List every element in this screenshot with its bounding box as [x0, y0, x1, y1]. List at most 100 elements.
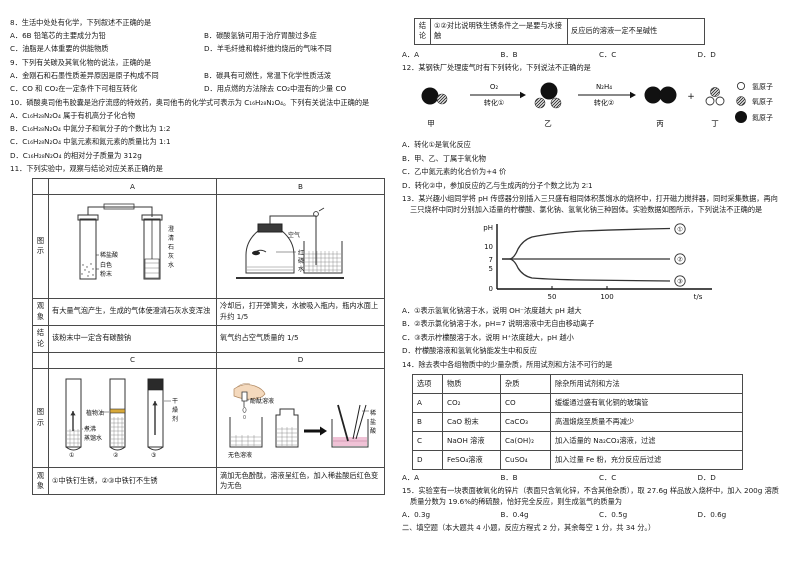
q8-options-row2: C．油脂是人体重要的供能物质 D．羊毛纤维和棉纤维灼烧后的气味不同 [10, 44, 392, 55]
q15-option-c[interactable]: C．0.5g [599, 509, 628, 519]
impurity-removal-table: 选项 物质 杂质 除杂所用试剂和方法 A CO₂ CO 缓缓通过盛有氧化铜的玻璃… [412, 373, 743, 470]
q12-option-b[interactable]: B．甲、乙、丁属于氧化物 [402, 153, 486, 163]
q15-option-a[interactable]: A．0.3g [402, 509, 431, 519]
svg-text:煮沸: 煮沸 [84, 425, 96, 433]
col-header-d: D [216, 351, 385, 369]
q10-option-b[interactable]: B．C₁₆H₂₈N₂O₄ 中氮分子和氧分子的个数比为 1:2 [10, 124, 171, 133]
figure-cell-d: 无色溶液 酚酞溶液 [216, 367, 385, 469]
series-3-marker [674, 275, 686, 287]
q12-option-d[interactable]: D．转化②中，参加反应的乙与生成丙的分子个数之比为 2∶1 [402, 180, 593, 190]
q11-answer-a[interactable]: A．A [402, 49, 420, 59]
conclusion-c: ①②对比说明铁生锈条件之一是要与水接触 [430, 18, 568, 45]
q14-answer-c[interactable]: C．C [599, 472, 617, 482]
y-tick-5: 5 [489, 265, 493, 273]
row-b-option: B [412, 411, 443, 432]
q14-answer-options: A．A B．B C．C D．D [402, 473, 784, 484]
y-tick-0: 0 [489, 285, 493, 293]
q12-option-a[interactable]: A．转化①是氧化反应 [402, 140, 471, 150]
q8-option-b[interactable]: B．碳酸氢钠可用于治疗胃酸过多症 [204, 30, 317, 40]
q10-option-d[interactable]: D．C₁₆H₂₈N₂O₄ 的相对分子质量为 312g [10, 150, 142, 160]
y-axis-label: pH [483, 224, 493, 232]
q10-option-c[interactable]: C．C₁₆H₂₈N₂O₄ 中氢元素和氮元素的质量比为 1:1 [10, 137, 171, 147]
svg-text:转化②: 转化② [594, 98, 614, 107]
row-c-method: 加入适量的 Na₂CO₃溶液，过滤 [550, 430, 743, 451]
q15-option-d[interactable]: D．0.6g [697, 509, 727, 519]
q14-answer-b[interactable]: B．B [500, 472, 518, 482]
q14-stem: 14．除去表中各组物质中的少量杂质，所用试剂和方法不可行的是 [402, 359, 613, 369]
molecule-transformation-diagram: 甲 O₂ 转化① 乙 N₂H₄ 转化② [408, 76, 784, 138]
svg-text:水: 水 [298, 265, 304, 273]
q14-answer-a[interactable]: A．A [402, 472, 420, 482]
q9-option-a[interactable]: A．金刚石和石墨性质差异原因是原子构成不同 [10, 70, 159, 80]
observation-b: 冷却后，打开弹簧夹，水被吸入瓶内，瓶内水面上升约 1/5 [216, 297, 385, 326]
svg-text:磷: 磷 [298, 257, 304, 265]
q9-option-b[interactable]: B．碳具有可燃性，常温下化学性质活泼 [204, 70, 332, 80]
svg-text:氮原子: 氮原子 [752, 113, 773, 122]
svg-text:剂: 剂 [172, 415, 178, 423]
row-a-method: 缓缓通过盛有氧化铜的玻璃管 [550, 392, 743, 413]
row-c-impurity: Ca(OH)₂ [500, 430, 551, 451]
x-axis-label: t/s [694, 293, 703, 301]
series-3-label: ③ [677, 277, 683, 285]
conclusion-d: 反应后的溶液一定不呈碱性 [567, 18, 705, 45]
q11-stem: 11．下列实验中，观察与结论对应关系正确的是 [10, 164, 163, 174]
q12-stem: 12．某钢铁厂处理废气时有下列转化，下列说法不正确的是 [402, 63, 591, 73]
svg-text:O₂: O₂ [490, 83, 499, 91]
q11-answer-d[interactable]: D．D [697, 49, 716, 59]
table-row-conclusion-ab: 结论 该粉末中一定含有碳酸钠 氧气约占空气质量的 1/5 [32, 324, 385, 353]
svg-text:氧原子: 氧原子 [752, 97, 773, 106]
row-label-observation-1: 观象 [32, 297, 49, 326]
svg-text:酚酞溶液: 酚酞溶液 [250, 397, 274, 405]
col-header-c: C [48, 351, 217, 369]
svg-text:N₂H₄: N₂H₄ [596, 83, 612, 91]
q14-answer-d[interactable]: D．D [697, 472, 716, 482]
q13-option-b[interactable]: B．②表示氯化钠溶于水，pH=7 说明溶液中无自由移动离子 [402, 319, 595, 329]
col-header-a: A [48, 178, 217, 196]
row-label-figure-2: 图示 [32, 367, 49, 469]
q13-option-c[interactable]: C．③表示柠檬酸溶于水，说明 H⁺浓度越大，pH 越小 [402, 332, 574, 342]
observation-c: ①中铁钉生锈，②③中铁钉不生锈 [48, 467, 217, 496]
question-11: 11．下列实验中，观察与结论对应关系正确的是 A B 图 [10, 164, 392, 496]
table-row: C NaOH 溶液 Ca(OH)₂ 加入适量的 Na₂CO₃溶液，过滤 [412, 430, 743, 451]
svg-text:燥: 燥 [172, 406, 178, 414]
svg-text:石: 石 [168, 244, 174, 251]
svg-text:干: 干 [172, 398, 178, 405]
apparatus-c-diagram: ① [65, 378, 178, 459]
conclusion-continuation-table: 结论 ①②对比说明铁生锈条件之一是要与水接触 反应后的溶液一定不呈碱性 [414, 18, 705, 45]
svg-text:蒸馏水: 蒸馏水 [84, 434, 102, 442]
section-2-heading: 二、填空题（本大题共 4 小题，反应方程式 2 分，其余每空 1 分，共 34 … [402, 523, 656, 533]
q13-option-a[interactable]: A．①表示氢氧化钠溶于水，说明 OH⁻浓度越大 pH 越大 [402, 305, 582, 315]
q8-option-c[interactable]: C．油脂是人体重要的供能物质 [10, 44, 109, 54]
row-b-impurity: CaCO₃ [500, 411, 551, 432]
q15-option-b[interactable]: B．0.4g [500, 509, 529, 519]
table-row-figure-cd: 图示 [32, 367, 385, 469]
q11-answer-options: A．A B．B C．C D．D [402, 50, 784, 61]
svg-text:无色溶液: 无色溶液 [228, 451, 252, 459]
q8-option-d[interactable]: D．羊毛纤维和棉纤维灼烧后的气味不同 [204, 44, 332, 54]
table-row: D FeSO₄溶液 CuSO₄ 加入过量 Fe 粉，充分反应后过滤 [412, 449, 743, 470]
q13-option-d[interactable]: D．柠檬酸溶液和氢氧化钠能发生中和反应 [402, 346, 537, 356]
row-label-conclusion-2: 结论 [414, 18, 431, 45]
svg-text:白色: 白色 [100, 261, 112, 269]
corner-cell-2 [32, 351, 49, 369]
svg-text:稀盐酸: 稀盐酸 [100, 251, 118, 259]
svg-text:酸: 酸 [370, 427, 376, 435]
row-d-impurity: CuSO₄ [500, 449, 551, 470]
svg-text:丙: 丙 [656, 119, 664, 128]
q11-answer-c[interactable]: C．C [599, 49, 617, 59]
ph-sensor-chart: pH 10 7 5 0 50 100 t/s ① [402, 218, 784, 304]
table-header-row-ab: A B [32, 178, 385, 196]
q9-option-c[interactable]: C．CO 和 CO₂在一定条件下可相互转化 [10, 84, 138, 94]
q9-option-d[interactable]: D．用点燃的方法除去 CO₂中混有的少量 CO [204, 84, 347, 94]
svg-text:盐: 盐 [370, 418, 376, 426]
q10-option-a[interactable]: A．C₁₆H₂₈N₂O₄ 属于有机高分子化合物 [10, 110, 136, 120]
q11-answer-b[interactable]: B．B [500, 49, 518, 59]
table-header-row-cd: C D [32, 351, 385, 369]
q13-stem: 13．某兴趣小组同学将 pH 传感器分别插入三只盛有相同体积蒸馏水的烧杯中，打开… [402, 194, 778, 214]
row-label-figure-1: 图示 [32, 194, 49, 299]
q12-option-c[interactable]: C．乙中氮元素的化合价为+4 价 [402, 167, 507, 177]
row-label-conclusion-1: 结论 [32, 324, 49, 353]
q8-option-a[interactable]: A．6B 铅笔芯的主要成分为铅 [10, 30, 106, 40]
figure-cell-a: 稀盐酸 白色 粉末 澄 清 石 灰 水 [48, 194, 217, 299]
series-2-label: ② [677, 255, 683, 263]
